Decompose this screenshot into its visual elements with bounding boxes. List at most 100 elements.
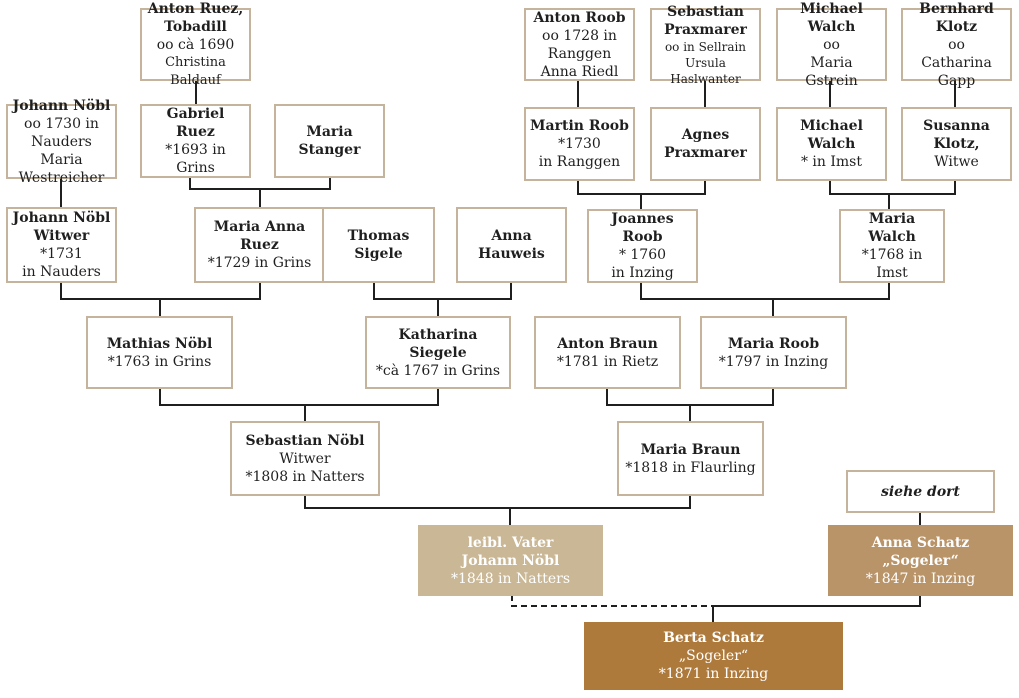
person-detail: Christina Baldauf (165, 54, 226, 88)
person-anton-ruez[interactable]: Anton Ruez, Tobadill oo cà 1690 Christin… (140, 1, 251, 88)
person-detail: *1730 (558, 136, 601, 152)
person-detail: *1808 in Natters (245, 468, 365, 485)
person-name: Joannes Roob (611, 211, 674, 245)
person-name: Michael Walch (800, 0, 863, 35)
person-detail: oo 1730 in (24, 115, 99, 132)
person-sebastian-nobl[interactable]: Sebastian Nöbl Witwer *1808 in Natters (230, 421, 380, 496)
person-maria-anna-ruez[interactable]: Maria Anna Ruez *1729 in Grins (194, 207, 325, 283)
person-detail: oo cà 1690 (156, 36, 235, 53)
person-bernhard-klotz[interactable]: Bernhard Klotz oo Catharina Gapp (901, 1, 1012, 89)
person-joannes-roob[interactable]: Joannes Roob * 1760 in Inzing (587, 209, 698, 283)
reference-text: siehe dort (880, 483, 961, 500)
connector (712, 595, 921, 622)
dashed-connector (511, 595, 713, 607)
person-name: leibl. Vater Johann Nöbl (461, 534, 560, 569)
person-susanna-klotz[interactable]: Susanna Klotz, Witwe (901, 107, 1012, 181)
person-name: Michael Walch (800, 118, 863, 152)
person-johann-nobl-1[interactable]: Johann Nöbl oo 1730 in Nauders Maria Wes… (6, 98, 117, 186)
person-name: Johann Nöbl (12, 97, 111, 114)
person-name: Maria Walch (868, 211, 916, 245)
person-detail: Maria Gstrein (805, 54, 858, 89)
person-thomas-sigele[interactable]: Thomas Sigele (322, 207, 435, 283)
person-detail: Ursula Haslwanter (670, 55, 741, 86)
person-name: Bernhard Klotz (919, 0, 994, 35)
person-detail: oo in Sellrain (664, 39, 747, 54)
person-detail: *1818 in Flaurling (625, 459, 756, 476)
person-maria-braun[interactable]: Maria Braun *1818 in Flaurling (617, 421, 764, 496)
connector (159, 388, 439, 406)
person-detail: Nauders Maria (31, 133, 92, 168)
person-detail: *1848 in Natters (450, 570, 571, 587)
person-name: Sebastian Nöbl (245, 432, 365, 449)
person-detail: oo (823, 36, 840, 53)
person-detail: Catharina Gapp (921, 54, 992, 89)
person-sebastian-praxmarer[interactable]: Sebastian Praxmarer oo in Sellrain Ursul… (650, 4, 761, 86)
person-detail: *1729 in Grins (207, 255, 312, 271)
person-name: Anton Roob (533, 9, 626, 26)
person-name: Gabriel Ruez (166, 106, 225, 140)
person-detail: * 1760 (618, 247, 667, 263)
person-name: Sebastian Praxmarer (664, 3, 747, 38)
person-michael-walch-1[interactable]: Michael Walch oo Maria Gstrein (776, 1, 887, 89)
connector (373, 282, 512, 300)
person-anton-braun[interactable]: Anton Braun *1781 in Rietz (534, 316, 681, 389)
connector (189, 177, 331, 190)
person-name: Anton Braun (557, 335, 658, 352)
person-detail: Ranggen (547, 45, 612, 62)
person-detail: *cà 1767 in Grins (375, 362, 501, 379)
person-detail: oo (948, 36, 965, 53)
person-name: Maria Stanger (298, 124, 361, 158)
connector (60, 282, 261, 300)
person-mathias-nobl[interactable]: Mathias Nöbl *1763 in Grins (86, 316, 233, 389)
person-birth: *1731 (40, 246, 83, 262)
person-name: Berta Schatz (663, 630, 764, 646)
person-agnes-praxmarer[interactable]: Agnes Praxmarer (650, 107, 761, 181)
person-name-text: Johann Nöbl Witwer (12, 210, 111, 244)
person-detail: Anna Riedl (540, 63, 619, 80)
person-gabriel-ruez[interactable]: Gabriel Ruez *1693 in Grins (140, 104, 251, 178)
person-name: Anton Ruez, Tobadill (147, 0, 244, 35)
person-name: Mathias Nöbl (106, 335, 213, 352)
connector (304, 495, 691, 509)
person-name: Anna Schatz „Sogeler“ (871, 534, 970, 569)
person-name: Agnes Praxmarer (664, 127, 747, 161)
person-name: Martin Roob (530, 118, 629, 134)
person-detail: Westreicher (18, 169, 105, 186)
person-berta-schatz[interactable]: Berta Schatz „Sogeler“ *1871 in Inzing (584, 622, 843, 690)
person-name: Johann Nöbl Witwer *1731 (12, 209, 111, 263)
person-detail: *1871 in Inzing (658, 666, 769, 682)
person-detail: Witwe (934, 154, 979, 170)
person-martin-roob[interactable]: Martin Roob *1730 in Ranggen (524, 107, 635, 181)
person-detail: *1693 in Grins (165, 142, 226, 176)
person-name: Maria Anna Ruez (213, 219, 306, 253)
person-detail: *1768 in Imst (861, 247, 923, 281)
person-maria-walch[interactable]: Maria Walch *1768 in Imst (839, 209, 945, 283)
person-detail: * in Imst (800, 154, 862, 170)
person-anna-schatz[interactable]: Anna Schatz „Sogeler“ *1847 in Inzing (828, 525, 1013, 596)
person-anton-roob[interactable]: Anton Roob oo 1728 in Ranggen Anna Riedl (524, 8, 635, 81)
person-detail: in Ranggen (538, 154, 621, 170)
person-detail: *1763 in Grins (107, 353, 212, 370)
person-katharina-siegele[interactable]: Katharina Siegele *cà 1767 in Grins (365, 316, 511, 389)
person-detail: in Inzing (611, 265, 674, 281)
person-detail: oo 1728 in (542, 27, 617, 44)
person-johann-nobl-2[interactable]: Johann Nöbl Witwer *1731 in Nauders (6, 207, 117, 283)
reference-siehe-dort[interactable]: siehe dort (846, 470, 995, 513)
connector (577, 180, 706, 195)
person-detail: *1797 in Inzing (718, 353, 829, 370)
person-michael-walch-2[interactable]: Michael Walch * in Imst (776, 107, 887, 181)
person-maria-stanger[interactable]: Maria Stanger (274, 104, 385, 178)
person-detail: *1847 in Inzing (865, 570, 976, 587)
person-detail: „Sogeler“ (678, 648, 749, 664)
person-name: Anna Hauweis (478, 228, 545, 262)
person-name: Maria Braun (640, 441, 741, 458)
person-johann-nobl-father[interactable]: leibl. Vater Johann Nöbl *1848 in Natter… (418, 525, 603, 596)
person-name: Katharina Siegele (398, 326, 478, 361)
person-maria-roob[interactable]: Maria Roob *1797 in Inzing (700, 316, 847, 389)
person-name: Susanna Klotz, (923, 118, 990, 152)
connector (606, 388, 774, 406)
person-detail: Witwer (279, 450, 331, 467)
person-anna-hauweis[interactable]: Anna Hauweis (456, 207, 567, 283)
person-name: Maria Roob (727, 335, 820, 352)
